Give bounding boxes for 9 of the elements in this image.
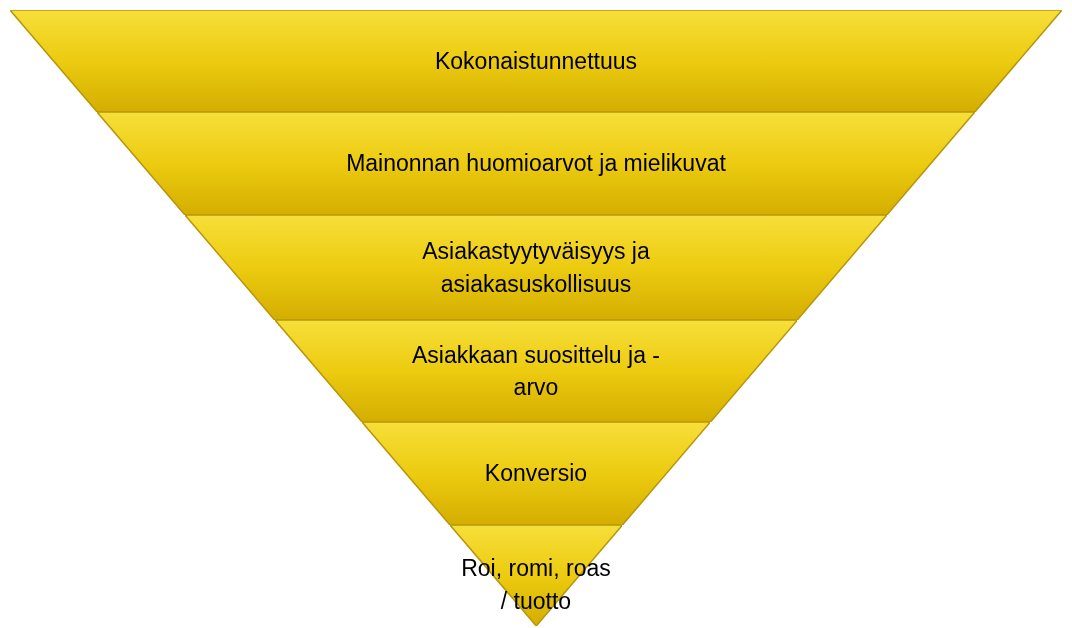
band-label: Konversio <box>484 459 588 489</box>
funnel-band <box>10 10 1062 112</box>
funnel-band <box>185 215 887 320</box>
funnel-band <box>274 320 798 422</box>
funnel-band <box>97 112 975 215</box>
band-label: Kokonaistunnettuus <box>434 46 637 76</box>
band-label: Asiakkaan suosittelu ja - arvo <box>410 340 661 402</box>
band-label: Mainonnan huomioarvot ja mielikuvat <box>346 149 726 179</box>
band-label: Asiakastyytyväisyys ja asiakasuskollisuus <box>421 237 651 299</box>
